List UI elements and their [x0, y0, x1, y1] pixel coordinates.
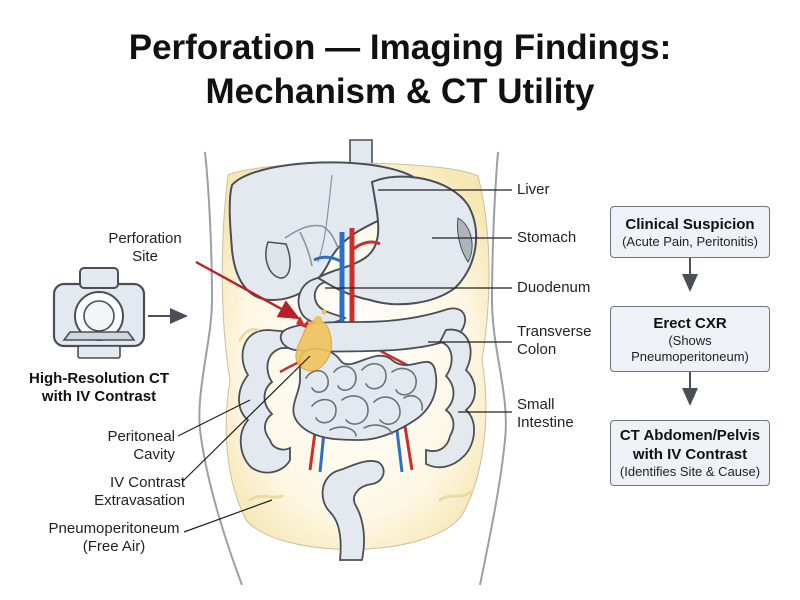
label-small-intestine-line2: Intestine [517, 414, 574, 431]
title-line-2: Mechanism & CT Utility [205, 72, 595, 111]
label-contrast-line2: Extravasation [94, 492, 185, 509]
label-transverse-colon-line2: Colon [517, 341, 557, 358]
flow-box-1-sub: (Acute Pain, Peritonitis) [622, 233, 758, 249]
label-perforation-line1: Perforation [108, 230, 182, 247]
label-perforation-line2: Site [132, 248, 158, 265]
title-line-1: Perforation — Imaging Findings: [128, 28, 672, 67]
label-transverse-colon: Transverse Colon [517, 323, 591, 359]
flow-box-2-sub1: (Shows [668, 332, 712, 348]
page-title: Perforation — Imaging Findings: Mechanis… [0, 26, 800, 114]
label-peritoneal-cavity: Peritoneal Cavity [60, 428, 175, 464]
label-stomach: Stomach [517, 229, 577, 246]
ct-caption: High-Resolution CT with IV Contrast [14, 370, 184, 406]
free-air [238, 327, 472, 502]
ct-caption-line1: High-Resolution CT [29, 370, 169, 387]
label-perforation-site: Perforation Site [100, 230, 190, 266]
gallbladder [265, 241, 291, 279]
ct-scanner-icon [52, 267, 146, 359]
flow-box-2-sub2: Pneumoperitoneum) [631, 348, 749, 364]
torso-outline [198, 151, 507, 586]
label-pneumo-line2: (Free Air) [82, 538, 146, 555]
descending-colon [425, 328, 476, 469]
label-transverse-colon-line1: Transverse [517, 323, 592, 340]
flow-box-clinical-suspicion: Clinical Suspicion (Acute Pain, Peritoni… [610, 206, 770, 258]
label-peritoneal-line2: Cavity [133, 446, 175, 463]
flow-box-2-heading: Erect CXR [653, 314, 727, 332]
label-pneumo-line1: Pneumoperitoneum [48, 520, 180, 537]
label-peritoneal-line1: Peritoneal [107, 428, 175, 445]
flow-box-3-heading2: with IV Contrast [632, 446, 748, 463]
ct-caption-line2: with IV Contrast [41, 388, 157, 405]
label-liver: Liver [517, 181, 550, 198]
sigmoid-colon [321, 460, 385, 561]
perforation-arrow [195, 260, 301, 320]
label-duodenum: Duodenum [517, 279, 591, 296]
leader-lines [177, 189, 512, 533]
small-intestine [292, 347, 438, 441]
colon [238, 329, 301, 474]
label-small-intestine-line1: Small [517, 396, 555, 413]
label-iv-contrast-extravasation: IV Contrast Extravasation [40, 474, 185, 510]
flow-box-erect-cxr: Erect CXR (Shows Pneumoperitoneum) [610, 306, 770, 372]
label-pneumoperitoneum: Pneumoperitoneum (Free Air) [44, 520, 184, 556]
flow-box-3-sub: (Identifies Site & Cause) [619, 464, 761, 479]
label-contrast-line1: IV Contrast [109, 474, 185, 491]
flow-box-ct-abdomen-pelvis: CT Abdomen/Pelvis with IV Contrast (Iden… [610, 420, 770, 486]
flow-box-3-heading: CT Abdomen/Pelvis [619, 427, 761, 444]
flow-box-1-heading: Clinical Suspicion [625, 215, 755, 233]
stomach [316, 175, 478, 306]
label-small-intestine: Small Intestine [517, 396, 574, 432]
